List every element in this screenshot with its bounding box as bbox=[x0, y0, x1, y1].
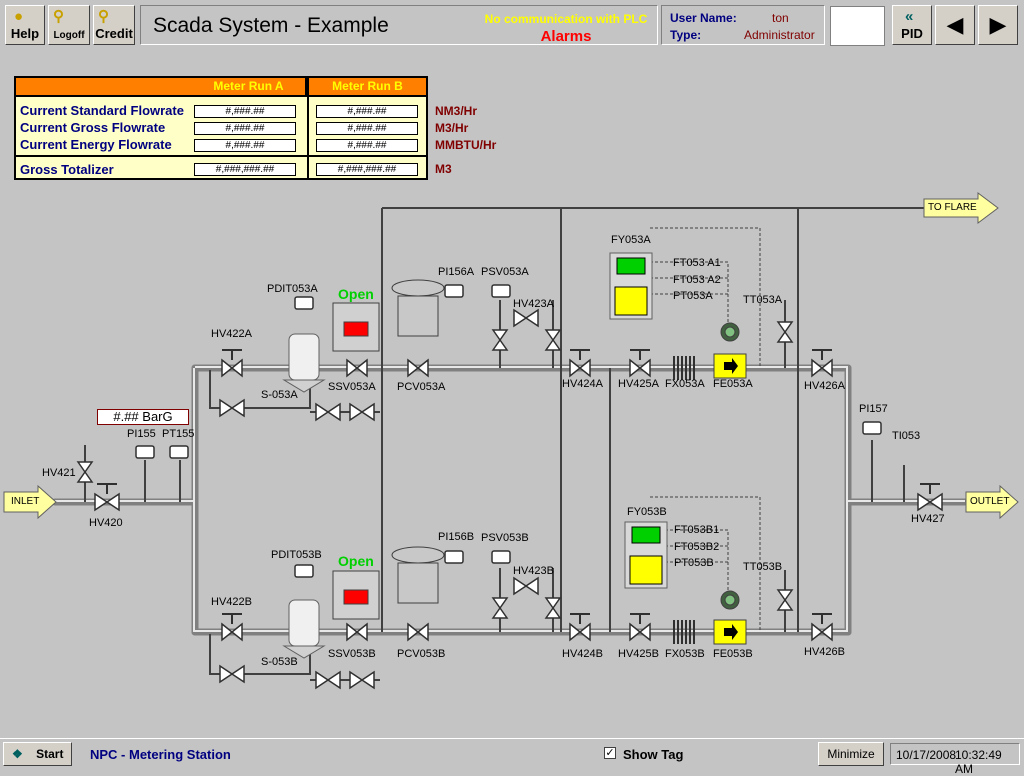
valve-hv426a bbox=[811, 358, 833, 378]
valve-bypass-a bbox=[219, 398, 245, 418]
fx053b bbox=[673, 620, 695, 644]
meter-run-a-header: Meter Run A bbox=[213, 79, 284, 93]
pdit053b-gauge bbox=[294, 564, 314, 578]
back-button[interactable]: ◀ bbox=[935, 5, 975, 45]
valve-hv420 bbox=[94, 492, 120, 512]
valve-ssv053a bbox=[346, 358, 368, 378]
logoff-button[interactable]: ⚲ Logoff bbox=[48, 5, 90, 45]
gross-total-b: #,###,###.## bbox=[316, 163, 418, 176]
valve-pcv053a bbox=[407, 358, 429, 378]
start-icon: ❖ bbox=[12, 747, 23, 761]
key-icon: ⚲ bbox=[98, 8, 109, 25]
valve-ssv053b bbox=[346, 622, 368, 642]
valve-hv424b bbox=[569, 622, 591, 642]
filter-s053b bbox=[282, 599, 326, 659]
energy-flow-b: #,###.## bbox=[316, 139, 418, 152]
ssv053b-actuator bbox=[332, 570, 380, 620]
pressure-display: #.## BarG bbox=[97, 409, 189, 425]
pdit053a-gauge bbox=[294, 296, 314, 310]
valve-hv426b bbox=[811, 622, 833, 642]
start-button[interactable]: ❖ Start bbox=[3, 742, 72, 766]
double-chevron-left-icon: « bbox=[905, 8, 914, 25]
station-name: NPC - Metering Station bbox=[90, 747, 231, 762]
inlet-arrow bbox=[3, 484, 57, 520]
status-box bbox=[830, 6, 885, 46]
taskbar: ❖ Start NPC - Metering Station ✓ Show Ta… bbox=[0, 738, 1024, 776]
gross-flow-a: #,###.## bbox=[194, 122, 296, 135]
meter-table: Meter Run A Meter Run B Current Standard… bbox=[14, 76, 428, 180]
title-panel: Scada System - Example No communication … bbox=[140, 5, 658, 45]
psv053b-gauge bbox=[491, 550, 511, 564]
gross-flow-b: #,###.## bbox=[316, 122, 418, 135]
help-icon: ● bbox=[14, 8, 24, 25]
fx053a bbox=[673, 356, 695, 380]
ssv053a-actuator bbox=[332, 302, 380, 352]
date: 10/17/2008 bbox=[896, 748, 957, 762]
user-name: ton bbox=[772, 11, 789, 25]
show-tag-checkbox[interactable]: ✓ bbox=[604, 747, 616, 759]
valve-hv421 bbox=[76, 461, 94, 483]
comm-status: No communication with PLC bbox=[484, 12, 648, 26]
to-flare-label: TO FLARE bbox=[928, 202, 977, 213]
valve-hv427 bbox=[917, 492, 943, 512]
valve-hv425a bbox=[629, 358, 651, 378]
valve-hv422a bbox=[221, 358, 243, 378]
pt155-gauge bbox=[169, 445, 189, 459]
forward-button[interactable]: ▶ bbox=[978, 5, 1018, 45]
energy-flow-a: #,###.## bbox=[194, 139, 296, 152]
meter-run-b-header: Meter Run B bbox=[309, 78, 426, 95]
valve-pcv053b bbox=[407, 622, 429, 642]
valve-bypass-b bbox=[219, 664, 245, 684]
valve-hv424a bbox=[569, 358, 591, 378]
key-icon: ⚲ bbox=[53, 8, 64, 25]
std-flow-b: #,###.## bbox=[316, 105, 418, 118]
outlet-label: OUTLET bbox=[970, 496, 1010, 507]
pi155-gauge bbox=[135, 445, 155, 459]
psv053a-gauge bbox=[491, 284, 511, 298]
valve-hv422b bbox=[221, 622, 243, 642]
inlet-label: INLET bbox=[11, 496, 40, 507]
valve-hv425b bbox=[629, 622, 651, 642]
alarms-link[interactable]: Alarms bbox=[540, 28, 592, 45]
clock-panel: 10/17/2008 10:32:49 AM bbox=[890, 743, 1020, 776]
user-panel: User Name: ton Type: Administrator bbox=[661, 5, 825, 45]
gross-total-a: #,###,###.## bbox=[194, 163, 296, 176]
ssv053a-status: Open bbox=[338, 286, 374, 302]
pi156a-gauge bbox=[444, 284, 464, 298]
help-button[interactable]: ● Help bbox=[5, 5, 45, 45]
credit-button[interactable]: ⚲ Credit bbox=[93, 5, 135, 45]
minimize-button[interactable]: Minimize bbox=[818, 742, 884, 766]
pid-diagram bbox=[3, 192, 1019, 690]
pcv053b-actuator bbox=[391, 546, 445, 604]
pid-button[interactable]: « PID bbox=[892, 5, 932, 45]
pcv053a-actuator bbox=[391, 279, 445, 337]
user-type: Administrator bbox=[744, 28, 815, 42]
outlet-arrow bbox=[965, 484, 1019, 520]
to-flare-arrow bbox=[923, 192, 999, 224]
pi156b-gauge bbox=[444, 550, 464, 564]
triangle-left-icon: ◀ bbox=[946, 12, 964, 37]
page-title: Scada System - Example bbox=[153, 14, 389, 37]
triangle-right-icon: ▶ bbox=[989, 12, 1007, 37]
filter-s053a bbox=[282, 333, 326, 393]
pi157-gauge bbox=[862, 421, 882, 435]
ssv053b-status: Open bbox=[338, 553, 374, 569]
time: 10:32:49 AM bbox=[955, 748, 1002, 776]
std-flow-a: #,###.## bbox=[194, 105, 296, 118]
